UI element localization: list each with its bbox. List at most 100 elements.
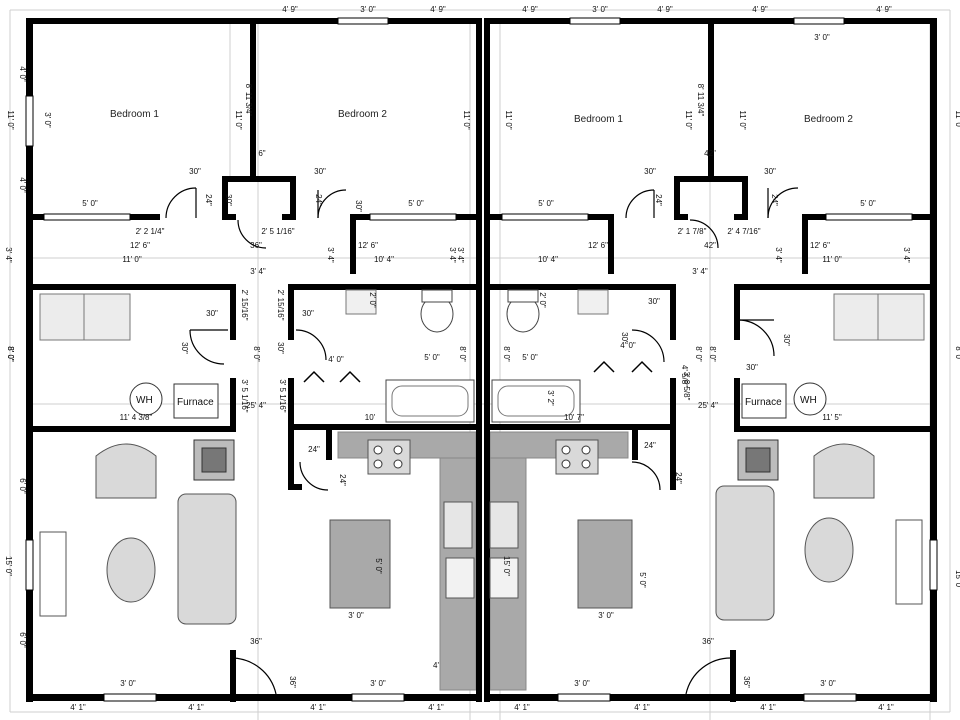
dimension-label: 2' 0" <box>538 292 547 308</box>
dimension-label: 36" <box>250 637 262 646</box>
dimension-label: 3' 4" <box>692 267 708 276</box>
dimension-label: 5' 0" <box>82 199 98 208</box>
dimension-label: 8' 0" <box>502 346 511 362</box>
room-label-bedroom-1: Bedroom 1 <box>110 109 159 120</box>
dimension-label: 24" <box>314 194 323 206</box>
room-label-bedroom-2: Bedroom 2 <box>804 114 853 125</box>
dimension-label: 5' 0" <box>522 353 538 362</box>
dimension-label: 4' 9" <box>430 5 446 14</box>
dimension-label: 8' 11 3/4" <box>696 84 705 117</box>
dimension-label: 3' 4" <box>326 247 335 263</box>
dimension-label: 8' 0" <box>694 346 703 362</box>
dimension-label: 3' 0" <box>348 611 364 620</box>
dimension-label: 5' 0" <box>424 353 440 362</box>
dimension-label: 6' 0" <box>18 478 27 494</box>
dimension-label: 4' 1" <box>514 703 530 712</box>
dimension-label: 11' 0" <box>954 110 960 130</box>
dimension-label: 8' 0" <box>954 346 960 362</box>
dimension-label: 25' 4" <box>246 401 266 410</box>
dimension-label: 30" <box>644 167 656 176</box>
dimension-label: 30" <box>224 194 233 206</box>
dimension-label: 3' 0" <box>574 679 590 688</box>
dimension-label: 4' 1" <box>310 703 326 712</box>
dimension-label: 11' 0" <box>122 255 142 264</box>
dimension-label: 2' 0" <box>368 292 377 308</box>
dimension-label: 30" <box>302 309 314 318</box>
dimension-label: 30" <box>354 200 363 212</box>
dimension-label: 11' 4 3/8" <box>120 413 153 422</box>
dimension-label: 24" <box>338 474 347 486</box>
water-heater-circle <box>793 382 827 416</box>
dimension-labels: 4' 9"3' 0"4' 9"4' 9"3' 0"4' 9"4' 9"4' 9"… <box>4 5 960 712</box>
dimension-label: 2' 5 1/16" <box>261 227 294 236</box>
dimension-label: 2' 15/16" <box>240 289 249 320</box>
dimension-label: 11' 5" <box>822 413 842 422</box>
dimension-label: 30" <box>648 297 660 306</box>
furnace-box <box>741 383 787 419</box>
dimension-label: 8' 0" <box>708 346 717 362</box>
unit-labels-right: Bedroom 1 Bedroom 2 Furnace WH <box>574 114 853 419</box>
dimension-label: 8' 11 3/4" <box>244 84 253 117</box>
furnace-box <box>173 383 219 419</box>
dimension-label: 4' 9" <box>282 5 298 14</box>
dimension-label: 15' 0" <box>502 556 511 576</box>
dimension-label: 4' 1" <box>188 703 204 712</box>
dimension-label: 12' 6" <box>130 241 150 250</box>
dimension-label: 3' 4" <box>902 247 911 263</box>
dimension-label: 11' 0" <box>822 255 842 264</box>
dimension-label: 12' 6" <box>358 241 378 250</box>
dimension-label: 3' 4" <box>250 267 266 276</box>
dimension-label: 24" <box>770 194 779 206</box>
dimension-label: 3' 5 1/16" <box>278 379 287 412</box>
dimension-label: 15' 0" <box>954 570 960 590</box>
dimension-label: 30" <box>764 167 776 176</box>
dimension-label: 4' 0" <box>620 341 636 350</box>
dimension-label: 30" <box>746 363 758 372</box>
dimension-label: 5' 0" <box>538 199 554 208</box>
dimension-label: 24" <box>644 441 656 450</box>
dimension-label: 5' 0" <box>408 199 424 208</box>
dimension-label: 11' 0" <box>234 110 243 130</box>
dimension-label: 4' 5/8" <box>680 365 689 387</box>
door-swings <box>165 187 799 695</box>
dimension-label: 25' 4" <box>698 401 718 410</box>
dimension-label: 11' 0" <box>684 110 693 130</box>
dimension-label: 3' 0" <box>370 679 386 688</box>
dimension-label: 5' 0" <box>860 199 876 208</box>
dimension-label: 3' 0" <box>43 112 52 128</box>
dimension-label: 2' 2 1/4" <box>136 227 165 236</box>
dimension-label: 3' 4" <box>774 247 783 263</box>
dimension-label: 3' 0" <box>820 679 836 688</box>
dimension-label: 4' 1" <box>428 703 444 712</box>
dimension-label: 3' 5 1/16" <box>240 379 249 412</box>
dimension-label: 12' 6" <box>810 241 830 250</box>
dimension-label: 36" <box>250 241 262 250</box>
dimension-label: 3' 0" <box>360 5 376 14</box>
dimension-label: 11' 0" <box>462 110 471 130</box>
dimension-label: 4' 1" <box>878 703 894 712</box>
dimension-label: 8' 0" <box>252 346 261 362</box>
dimension-label: 2' 15/16" <box>276 289 285 320</box>
dimension-label: 30" <box>189 167 201 176</box>
dimension-label: 4' <box>433 661 439 670</box>
furnace-label: Furnace <box>177 397 214 408</box>
dimension-label: 11' 0" <box>504 110 513 130</box>
dimension-label: 4' 9" <box>876 5 892 14</box>
room-label-bedroom-1: Bedroom 1 <box>574 114 623 125</box>
dimension-label: 11' 0" <box>6 110 15 130</box>
dimension-label: 30" <box>206 309 218 318</box>
dimension-label: 24" <box>654 194 663 206</box>
dimension-label: 36" <box>288 676 297 688</box>
closet-doors <box>303 360 653 383</box>
dimension-label: 4' 0" <box>18 177 27 193</box>
dimension-label: 3' 4" <box>448 247 457 263</box>
dimension-label: 3' 0" <box>120 679 136 688</box>
dimension-label: 3' 4" <box>456 247 465 263</box>
dimension-label: 4' 9" <box>657 5 673 14</box>
water-heater-label: WH <box>136 395 153 406</box>
dimension-label: 8' 0" <box>458 346 467 362</box>
dimension-label: 5' 0" <box>374 558 383 574</box>
dimension-label: 10' 4" <box>538 255 558 264</box>
dimension-label: 24" <box>674 472 683 484</box>
